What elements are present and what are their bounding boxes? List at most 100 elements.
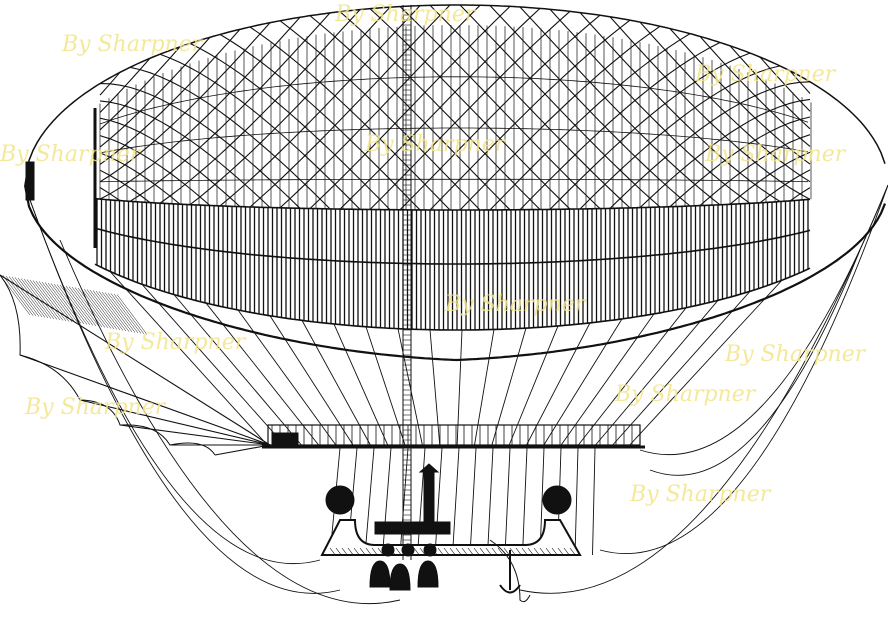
- rigging-line: [490, 327, 527, 449]
- wing-hatch: [26, 279, 58, 320]
- hull-hatch: [359, 547, 367, 557]
- basket-rope: [504, 447, 511, 556]
- wing-hatch: [107, 292, 139, 334]
- porthole: [401, 543, 415, 557]
- hull-hatch: [455, 547, 463, 557]
- lattice-line: [459, 4, 661, 208]
- lattice-line: [759, 169, 811, 204]
- lattice-line: [399, 14, 601, 211]
- wing-hatch: [65, 285, 97, 327]
- hull-hatch: [491, 547, 499, 557]
- hull-hatch: [527, 547, 535, 557]
- wing-hatch: [95, 290, 127, 332]
- wing-hatch: [2, 275, 34, 316]
- lattice-line: [669, 116, 811, 208]
- left-mast: [25, 161, 35, 201]
- lattice-line: [459, 25, 661, 211]
- hull-hatch: [329, 547, 337, 557]
- drooping-rope: [29, 199, 341, 594]
- wing-hatch: [11, 276, 43, 318]
- rigging-line: [626, 279, 783, 449]
- hull-hatch: [419, 547, 427, 557]
- lattice-line: [159, 9, 361, 204]
- basket-rope: [382, 447, 392, 556]
- rigging-line: [205, 302, 322, 449]
- wing-hatch: [110, 293, 142, 334]
- lattice-line: [99, 46, 181, 131]
- hull-hatch: [515, 547, 523, 557]
- lattice-line: [549, 52, 751, 210]
- lattice-line: [579, 65, 781, 210]
- envelope-band: [94, 197, 811, 331]
- ballast-sphere-left: [325, 485, 355, 515]
- wing-hatch: [89, 289, 121, 331]
- hull-hatch: [395, 547, 403, 557]
- hull-hatch: [353, 547, 361, 557]
- rigging-line: [575, 307, 687, 449]
- wing-hatch: [56, 284, 88, 325]
- hull-hatch: [479, 547, 487, 557]
- basket-rope: [417, 447, 426, 556]
- rigging-line: [301, 320, 373, 449]
- lattice-line: [699, 36, 811, 147]
- lattice-line: [99, 169, 151, 204]
- hull-hatch: [509, 547, 517, 557]
- lattice-line: [279, 20, 481, 211]
- wing-hatch: [17, 277, 49, 319]
- lattice-line: [219, 33, 421, 211]
- rigging-line: [365, 326, 407, 449]
- lattice-line: [189, 42, 391, 211]
- lattice-line: [489, 33, 691, 211]
- lattice-line: [99, 152, 181, 205]
- hull-hatch: [377, 547, 385, 557]
- hull-hatch: [371, 547, 379, 557]
- rigging-line: [456, 329, 463, 449]
- rigging-line: [429, 329, 441, 449]
- wing-hatch: [47, 282, 79, 324]
- rigging-line: [333, 323, 390, 449]
- wing-hatch: [35, 280, 67, 322]
- wing-hatch: [38, 281, 70, 322]
- wing-hatch: [74, 287, 106, 328]
- hull-hatch: [335, 547, 343, 557]
- lattice-line: [729, 45, 811, 130]
- rigging-line: [109, 271, 271, 449]
- drooping-rope: [519, 184, 888, 594]
- wing-hatch: [62, 285, 94, 326]
- passenger-figure: [417, 560, 439, 588]
- hull-hatch: [545, 547, 553, 557]
- hull-hatch: [365, 547, 373, 557]
- rigging-line: [269, 315, 356, 449]
- wing-hatch: [116, 294, 148, 335]
- lattice-line: [519, 42, 721, 211]
- basket-rope: [399, 447, 409, 556]
- wing-hatch: [71, 286, 103, 328]
- lattice-line: [549, 8, 751, 204]
- drooping-rope: [639, 184, 888, 455]
- hull-hatch: [467, 547, 475, 557]
- wing-hatch: [32, 280, 64, 321]
- wing-hatch: [50, 283, 82, 324]
- ring-line: [99, 178, 809, 183]
- wing-hatch: [68, 286, 100, 327]
- wing-hatch: [104, 292, 136, 333]
- hull-hatch: [473, 547, 481, 557]
- lattice-line: [219, 5, 421, 207]
- hull-hatch: [533, 547, 541, 557]
- hull-hatch: [341, 547, 349, 557]
- wing-spar: [79, 399, 271, 446]
- gondola: [262, 424, 645, 603]
- rigging-line: [541, 318, 623, 449]
- lattice-line: [99, 57, 151, 113]
- rigging-line: [141, 283, 288, 449]
- basket-rope: [522, 447, 528, 556]
- wing-hatch: [23, 278, 55, 320]
- lattice-line: [639, 21, 811, 183]
- wing-hatch: [29, 279, 61, 321]
- anchor-icon: [499, 550, 521, 594]
- chimney: [423, 469, 435, 531]
- rigging-line: [558, 313, 655, 449]
- left-wing-sail: [0, 274, 271, 456]
- lattice-line: [99, 36, 211, 148]
